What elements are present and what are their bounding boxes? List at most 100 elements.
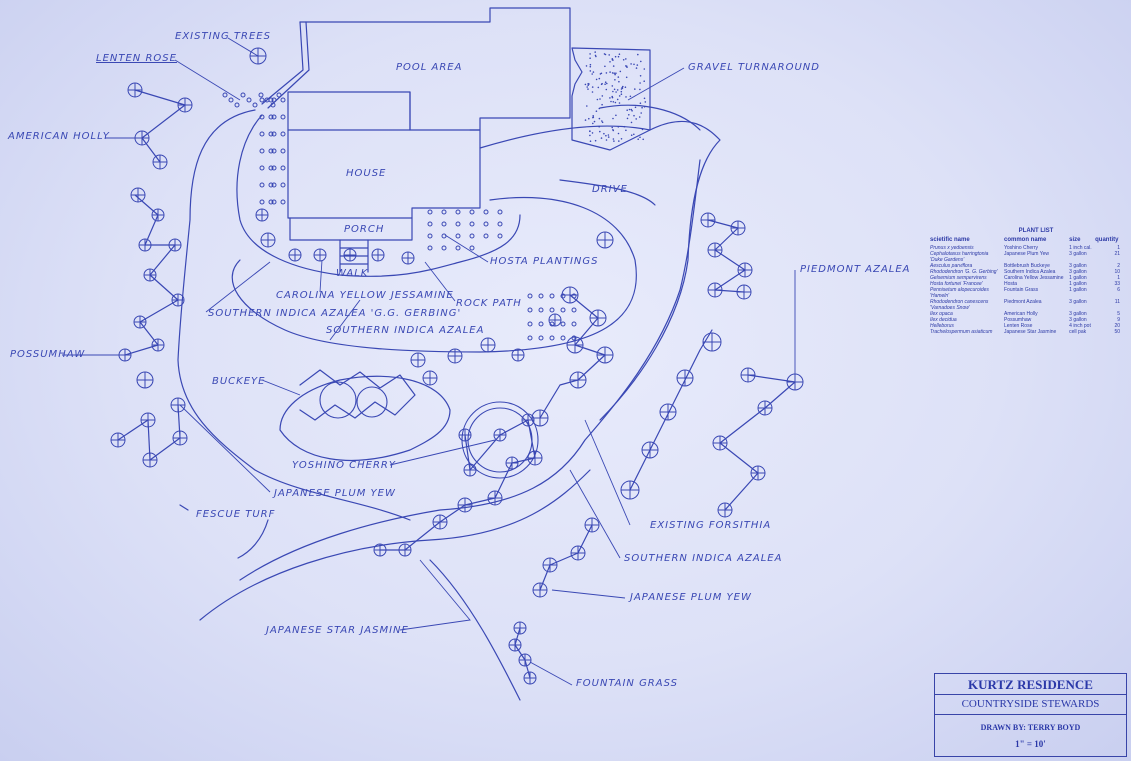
plant-scientific-name: Helleborus: [930, 323, 954, 329]
hosta-dot: [240, 92, 246, 98]
label-fountain-grass: FOUNTAIN GRASS: [576, 678, 678, 689]
gravel-dot: [589, 53, 591, 55]
fescue-curve: [237, 519, 269, 559]
gravel-dot: [611, 59, 614, 61]
hosta-dot: [268, 199, 274, 205]
gravel-dot: [634, 106, 637, 109]
hosta-dot: [497, 221, 503, 227]
hosta-dot: [280, 97, 286, 103]
hosta-dot: [268, 165, 274, 171]
plant-symbol-52-cross: [494, 429, 506, 441]
label-japanese-star-jasmine: JAPANESE STAR JASMINE: [266, 625, 409, 636]
gravel-dot: [622, 85, 624, 88]
hosta-dot: [549, 321, 555, 327]
gravel-dot: [641, 106, 643, 109]
plant-scientific-name: Ilex decidua: [930, 317, 957, 323]
lawn-sweep-3: [429, 559, 521, 701]
hosta-dot: [549, 307, 555, 313]
hosta-dot: [527, 293, 533, 299]
gravel-dot: [599, 130, 601, 133]
hosta-dot: [427, 209, 433, 215]
hosta-dot: [483, 209, 489, 215]
gravel-dot: [639, 82, 641, 84]
pool-area-outline: [299, 7, 571, 131]
gravel-dot: [614, 101, 617, 104]
fescue-tick: [179, 504, 189, 511]
plant-symbol-41-cross: [597, 347, 613, 363]
plant-symbol-25-cross: [737, 285, 751, 299]
hosta-dot: [538, 321, 544, 327]
hosta-dot: [271, 97, 277, 103]
plant-symbol-30-cross: [751, 466, 765, 480]
drive-edge-1: [479, 120, 721, 421]
plant-common-name: Lenten Rose: [1004, 323, 1033, 329]
plant-symbol-60-cross: [509, 639, 521, 651]
label-japanese-plum-yew-2: JAPANESE PLUM YEW: [630, 592, 752, 603]
hosta-dot: [571, 307, 577, 313]
gravel-dot: [625, 129, 627, 132]
plant-scientific-name: Ilex opaca: [930, 311, 953, 317]
gravel-dot: [598, 107, 601, 110]
drive-edge-3: [559, 179, 656, 206]
hosta-dot: [268, 114, 274, 120]
gravel-turnaround-outline: [571, 47, 651, 151]
plant-symbol-74-cross: [402, 252, 414, 264]
plant-quantity: 5: [1117, 311, 1120, 317]
company-name: COUNTRYSIDE STEWARDS: [935, 695, 1126, 715]
leader-buckeye: [261, 379, 301, 396]
gravel-dot: [636, 64, 639, 66]
gravel-dot: [618, 53, 621, 55]
plant-symbol-23-cross: [738, 263, 752, 277]
plant-list-row: Pennisetum alopecuroides 'Hameln'Fountai…: [930, 287, 1122, 299]
gravel-dot: [601, 120, 603, 122]
label-pool-area: POOL AREA: [396, 62, 463, 73]
leader-yew-1: [179, 404, 271, 493]
gravel-dot: [612, 129, 614, 131]
hosta-dot: [560, 293, 566, 299]
plant-symbol-27-cross: [787, 374, 803, 390]
gravel-dot: [623, 125, 626, 128]
plant-symbol-54-cross: [459, 429, 471, 441]
gravel-dot: [598, 77, 601, 80]
hosta-dot: [560, 321, 566, 327]
plant-symbol-18-cross: [173, 431, 187, 445]
gravel-dot: [637, 138, 639, 140]
gravel-dot: [607, 134, 610, 136]
bed-oval: [231, 196, 637, 353]
plant-symbol-28-cross: [758, 401, 772, 415]
drawn-by: DRAWN BY: TERRY BOYD: [980, 723, 1081, 732]
yew-line-2: [539, 524, 593, 591]
gravel-dot: [588, 117, 590, 120]
leader-azalea-2: [569, 469, 621, 559]
hosta-dot: [455, 245, 461, 251]
hosta-dot: [538, 335, 544, 341]
plant-symbol-17-cross: [143, 453, 157, 467]
plant-symbol-24-cross: [708, 283, 722, 297]
hosta-dot: [276, 92, 282, 98]
gravel-dot: [643, 68, 646, 70]
gravel-dot: [617, 126, 620, 128]
plant-symbol-67-cross: [512, 349, 524, 361]
leader-rock: [424, 261, 456, 302]
leader-gravel: [627, 67, 685, 101]
gravel-dot: [609, 71, 611, 73]
yew-line: [379, 419, 536, 551]
gravel-dot: [596, 98, 599, 101]
plant-symbol-48-cross: [488, 491, 502, 505]
plant-scientific-name: Cephalotaxus harringtonia 'Duke Gardens': [930, 251, 989, 263]
buckeye-zigzag: [299, 369, 416, 421]
drive-edge-2: [599, 104, 701, 131]
label-carolina-yellow-jessamine: CAROLINA YELLOW JESSAMINE: [276, 290, 454, 301]
gravel-dot: [611, 126, 613, 129]
hosta-dot: [271, 199, 277, 205]
gravel-dot: [615, 72, 617, 74]
label-walk: WALK: [336, 268, 369, 279]
hosta-dot: [469, 221, 475, 227]
gravel-dot: [606, 82, 608, 85]
plant-quantity: 1: [1117, 245, 1120, 251]
plant-common-name: American Holly: [1004, 311, 1038, 317]
plant-quantity: 9: [1117, 317, 1120, 323]
gravel-dot: [618, 102, 621, 104]
hosta-dot: [571, 321, 577, 327]
